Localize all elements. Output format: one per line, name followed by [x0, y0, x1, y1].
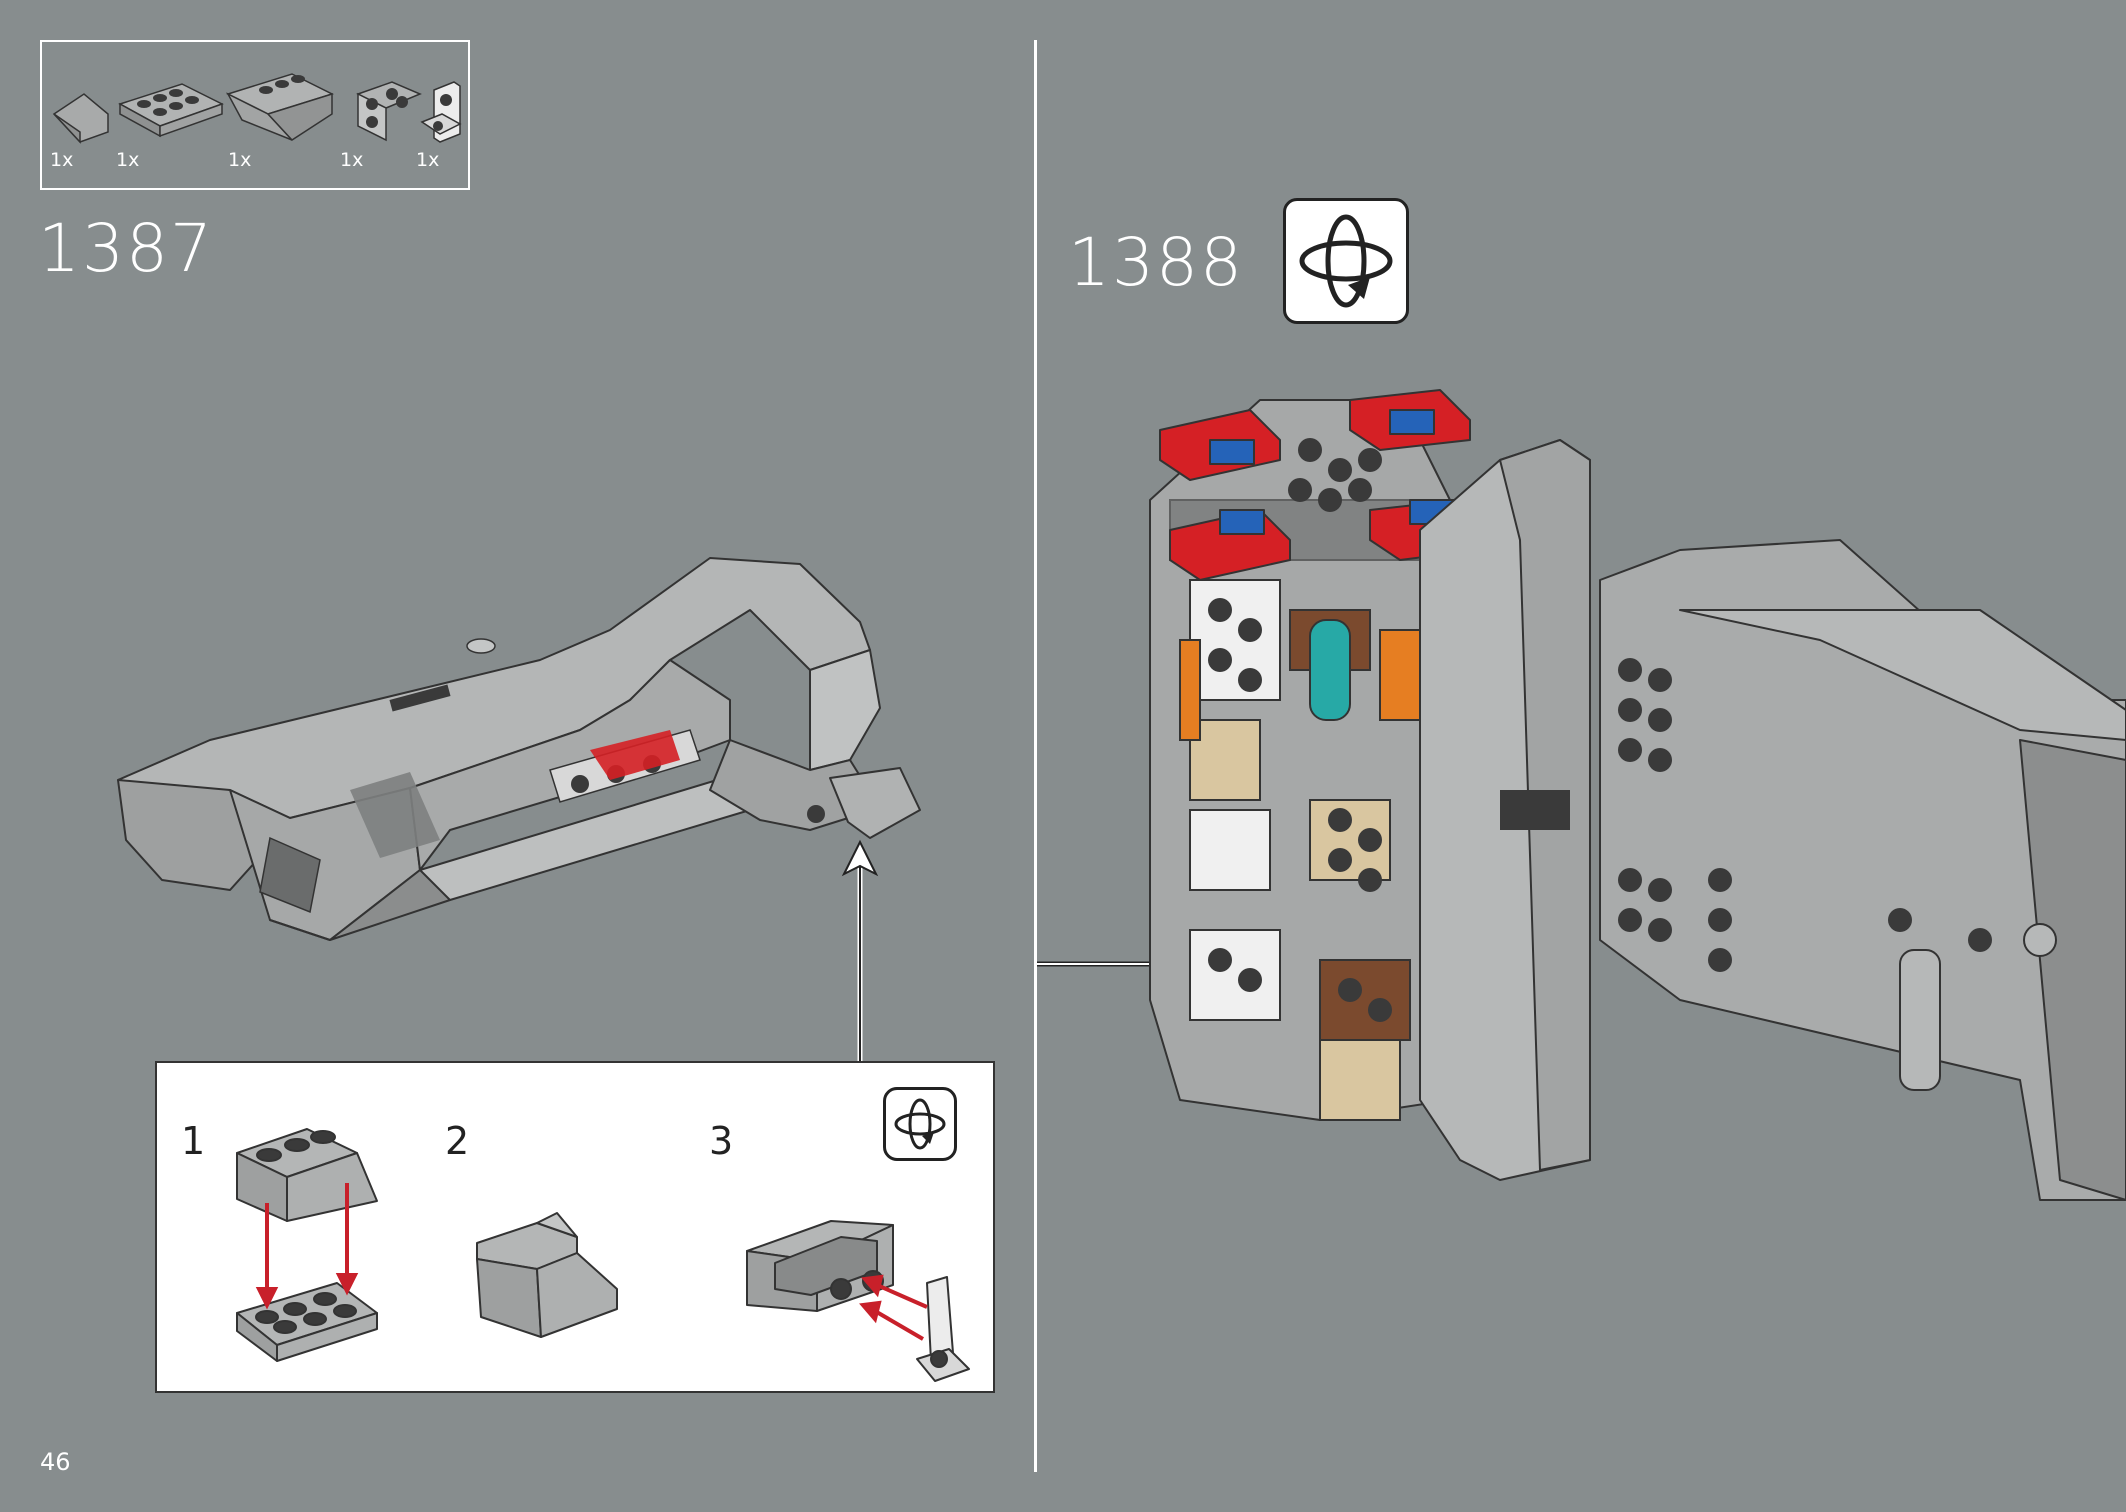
substep-number-3: 3 [709, 1119, 734, 1163]
part-qty: 1x [228, 149, 252, 171]
parts-list-bricks [52, 73, 462, 144]
rotate-model-icon [883, 1087, 957, 1161]
substep-number-2: 2 [445, 1119, 470, 1163]
step-number-1387: 1387 [38, 210, 214, 287]
part-qty: 1x [50, 149, 74, 171]
part-bracket-white-icon [420, 81, 462, 143]
substep-number-1: 1 [181, 1119, 206, 1163]
part-qty: 1x [340, 149, 364, 171]
assembly-model-1387 [117, 557, 921, 941]
assembly-model-1388 [1149, 389, 2126, 1201]
part-bracket-icon [356, 81, 422, 142]
sub-assembly-box: 1 2 3 [155, 1061, 995, 1393]
callout-arrow-icon [841, 839, 879, 1064]
part-slope-2x4-icon [226, 73, 334, 141]
part-slope-icon [52, 93, 109, 144]
parts-list-box: 1x 1x 1x 1x 1x [40, 40, 470, 190]
part-qty: 1x [416, 149, 440, 171]
step-number-1388: 1388 [1068, 224, 1244, 301]
part-plate-2x4-icon [118, 83, 224, 138]
page-number: 46 [40, 1448, 71, 1476]
page-divider [1034, 40, 1037, 1472]
sub-assembly-illustrations [236, 1128, 970, 1382]
rotate-model-icon [1283, 198, 1409, 324]
part-qty: 1x [116, 149, 140, 171]
